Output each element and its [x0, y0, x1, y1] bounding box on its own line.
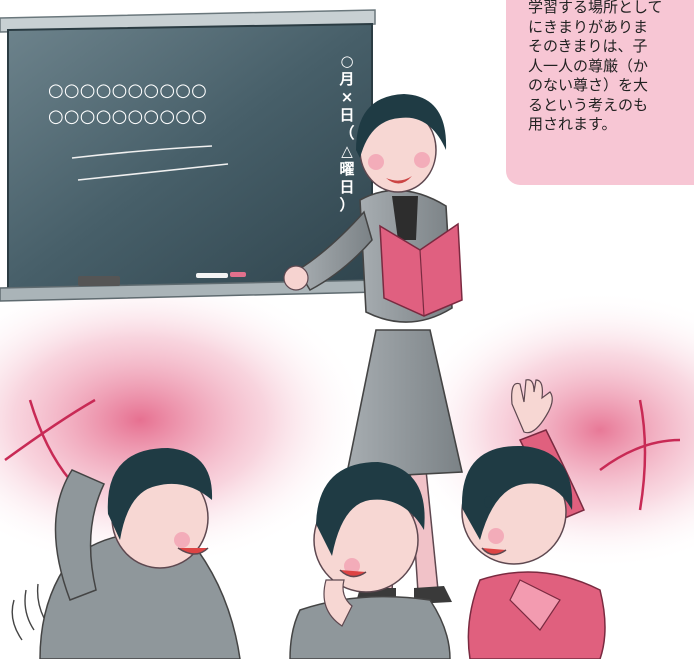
info-line: にきまりがありま: [528, 17, 649, 36]
board-date-char: △: [341, 142, 353, 160]
blackboard: [7, 22, 373, 292]
chalk-line-1: [71, 145, 213, 159]
student-right-collar: [509, 579, 561, 631]
info-line: 用されます。: [528, 115, 617, 133]
student-center: [289, 462, 451, 659]
chalk-pink: [230, 272, 246, 277]
student-right-hand: [511, 379, 553, 434]
student-left-arm: [54, 469, 106, 601]
teacher-inner-shirt: [392, 196, 418, 240]
sweep-line-right: [599, 438, 681, 472]
board-date-char: ）: [339, 196, 355, 214]
info-line: 人一人の尊厳（か: [528, 56, 649, 75]
board-date-vertical: ○ 月 × 日 （ △ 曜 日 ）: [337, 52, 357, 214]
info-line: るという考えのも: [528, 95, 649, 114]
info-line: 学習する場所として: [528, 0, 663, 16]
teacher-hand-chalk: [283, 265, 309, 291]
board-date-char: 月: [339, 70, 355, 88]
board-row-1: ○○○○○○○○○○: [48, 80, 208, 101]
eraser: [78, 276, 120, 286]
sweep-line-left: [4, 398, 96, 462]
student-center-hair: [316, 462, 425, 556]
chalk-white: [196, 273, 228, 278]
student-center-body: [289, 595, 451, 659]
teacher-hair: [356, 94, 447, 158]
sweep-line-left-2: [28, 399, 71, 481]
board-row-2: ○○○○○○○○○○: [48, 106, 208, 127]
student-right: [461, 379, 606, 659]
board-date-char: 曜: [339, 160, 355, 178]
board-date-char: （: [339, 124, 355, 142]
board-frame-top: [0, 9, 376, 33]
info-line: そのきまりは、子: [528, 37, 648, 55]
info-box: 学習する場所として にきまりがありま そのきまりは、子 人一人の尊厳（か のない…: [506, 0, 694, 185]
student-left: [11, 448, 241, 659]
info-line: のない尊さ）を大: [528, 76, 649, 94]
student-left-hair: [107, 448, 213, 540]
board-date-char: ○: [340, 52, 354, 70]
chalk-line-2: [77, 163, 229, 181]
student-right-hair: [461, 445, 573, 540]
student-center-hand: [323, 579, 353, 627]
sweep-line-right-2: [638, 399, 647, 511]
board-date-char: 日: [339, 106, 355, 124]
board-date-char: ×: [340, 88, 354, 106]
board-date-char: 日: [339, 178, 355, 196]
motion-lines: [11, 583, 45, 641]
teacher-skirt: [345, 329, 463, 479]
